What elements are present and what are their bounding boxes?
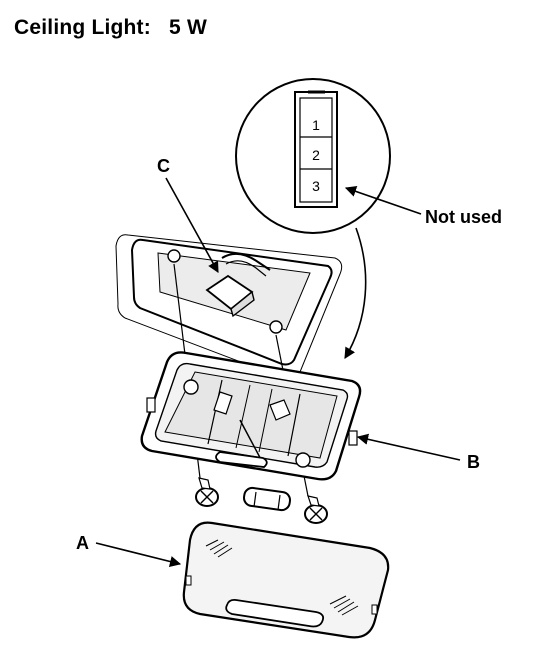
screw-right [304, 495, 328, 524]
label-not-used: Not used [425, 207, 503, 227]
detail-curve-arrow [344, 227, 367, 359]
c-leader-arrow [165, 177, 219, 273]
not-used-arrow [344, 186, 422, 215]
connector-pin-1-label: 1 [312, 117, 320, 133]
screw-left [195, 477, 219, 507]
light-housing-b [140, 351, 362, 481]
bulb [243, 486, 291, 512]
lens-a [182, 521, 390, 639]
connector-c [205, 252, 271, 318]
label-b: B [467, 452, 480, 472]
a-leader-arrow [95, 542, 182, 567]
page-title: Ceiling Light: 5 W [14, 16, 207, 39]
label-a: A [76, 533, 89, 553]
label-c: C [157, 156, 170, 176]
connector-pin-2-label: 2 [312, 147, 320, 163]
connector-detail-circle [235, 78, 391, 234]
connector-pin-3-label: 3 [312, 178, 320, 194]
b-leader-arrow [356, 433, 461, 461]
